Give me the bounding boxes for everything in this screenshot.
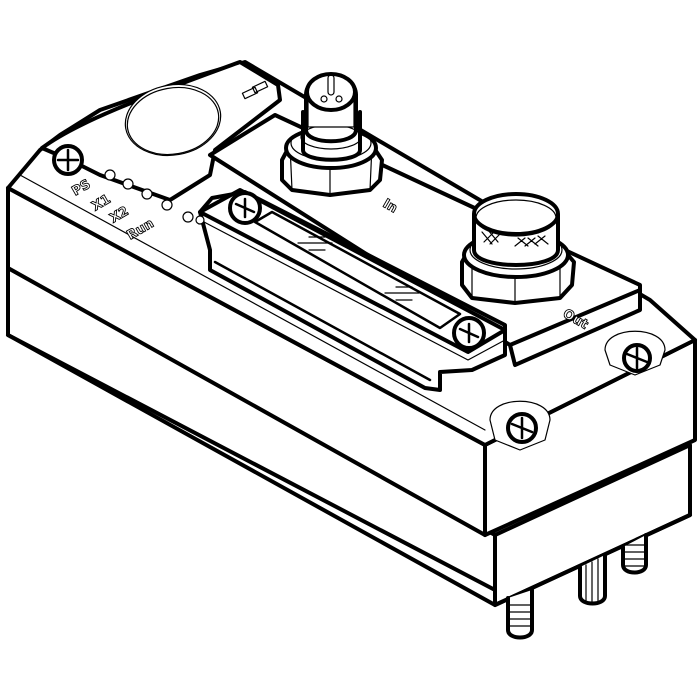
pin bbox=[335, 95, 343, 103]
cover-screw-right bbox=[452, 316, 486, 350]
led-run bbox=[161, 199, 173, 211]
indicator-window bbox=[124, 83, 222, 157]
cover-screw-left bbox=[228, 191, 262, 225]
mounting-screw-rear bbox=[604, 330, 666, 376]
connector-out bbox=[460, 192, 576, 305]
label-window bbox=[253, 210, 462, 330]
led-x1 bbox=[122, 178, 134, 190]
label-strip-cover bbox=[195, 188, 507, 392]
mounting-screw-front bbox=[489, 400, 551, 451]
label-glare bbox=[297, 236, 420, 301]
threaded-pin-left bbox=[506, 588, 534, 640]
bottom-pins bbox=[506, 533, 648, 640]
led-ps bbox=[104, 169, 116, 181]
knurl-pattern bbox=[481, 229, 549, 247]
threaded-pin-right bbox=[621, 533, 648, 575]
pin bbox=[327, 74, 335, 96]
lower-housing bbox=[6, 266, 692, 607]
led-x2 bbox=[141, 188, 153, 200]
top-cover bbox=[40, 60, 282, 202]
screw-top-left bbox=[52, 144, 84, 176]
latch-slot bbox=[241, 86, 259, 100]
smooth-pin-center bbox=[578, 553, 607, 606]
led-extra bbox=[182, 211, 194, 223]
connector-in bbox=[280, 72, 384, 197]
pin bbox=[320, 95, 328, 103]
